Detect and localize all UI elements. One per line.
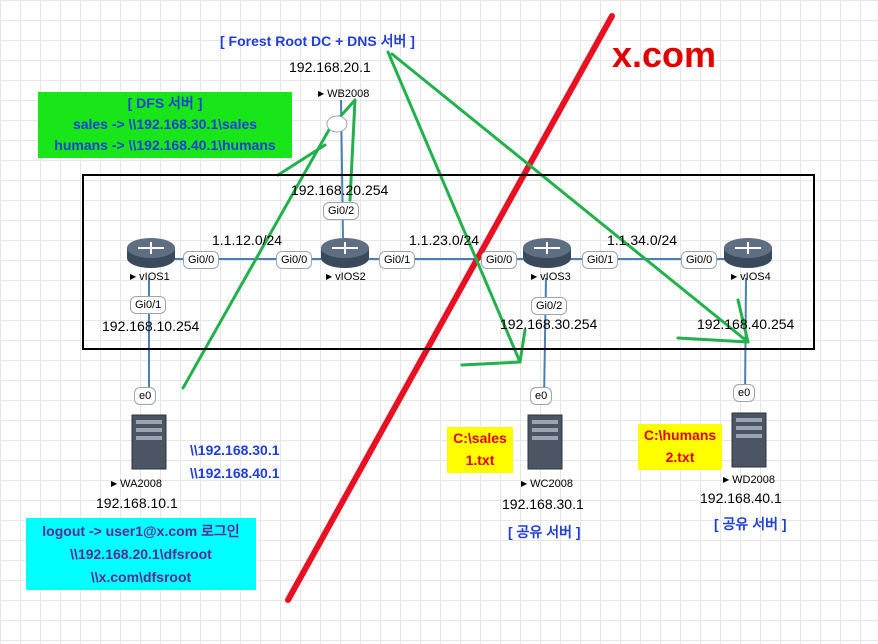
logout-line-1: logout -> user1@x.com 로그인 — [42, 523, 240, 539]
vios3-port-gi01: Gi0/1 — [582, 251, 619, 269]
dfs-line-sales: sales -> \\192.168.30.1\sales — [72, 116, 258, 132]
router-icon[interactable] — [522, 236, 572, 270]
wc-name: WC2008 — [521, 478, 573, 490]
server-icon[interactable] — [731, 412, 767, 468]
wa-path-1: \\192.168.30.1 — [190, 442, 280, 458]
wd-folder-note: C:\humans 2.txt — [638, 424, 722, 470]
vios3-port-gi00: Gi0/0 — [481, 251, 518, 269]
wa-path-2: \\192.168.40.1 — [190, 465, 280, 481]
network-boundary-box — [82, 174, 815, 350]
vios2-port-gi02: Gi0/2 — [323, 202, 360, 220]
vios1-name: vIOS1 — [130, 271, 170, 283]
link-label-34: 1.1.34.0/24 — [607, 232, 678, 248]
logout-note: logout -> user1@x.com 로그인 \\192.168.20.1… — [26, 518, 256, 590]
arrow-wa-to-dfs — [181, 98, 357, 390]
wd-ip: 192.168.40.1 — [700, 490, 782, 506]
dc-label: [ Forest Root DC + DNS 서버 ] — [220, 33, 415, 49]
wd-name: WD2008 — [723, 474, 775, 486]
wa-ip: 192.168.10.1 — [96, 495, 178, 511]
wd-folder: C:\humans — [643, 427, 717, 443]
server-icon[interactable] — [527, 414, 563, 470]
vios3-name: vIOS3 — [531, 271, 571, 283]
domain-title: x.com — [612, 34, 717, 75]
dc-name: WB2008 — [318, 88, 369, 100]
vios2-ip: 192.168.20.254 — [291, 182, 389, 198]
dfs-server-note: [ DFS 서버 ] sales -> \\192.168.30.1\sales… — [38, 92, 292, 158]
wa-port-e0: e0 — [134, 387, 157, 405]
vios2-name: vIOS2 — [326, 271, 366, 283]
router-icon[interactable] — [126, 236, 176, 270]
link-label-23: 1.1.23.0/24 — [409, 232, 480, 248]
vios3-port-gi02: Gi0/2 — [531, 297, 568, 315]
dfs-title: [ DFS 서버 ] — [127, 95, 203, 111]
domain-boundary-line — [285, 13, 615, 603]
wa-name: WA2008 — [111, 478, 162, 490]
link-label-12: 1.1.12.0/24 — [212, 232, 283, 248]
wc-port-e0: e0 — [530, 387, 553, 405]
logout-line-3: \\x.com\dfsroot — [90, 569, 192, 585]
vios3-ip: 192.168.30.254 — [500, 316, 598, 332]
wc-share-label: [ 공유 서버 ] — [508, 524, 581, 540]
wc-file: 1.txt — [465, 452, 495, 468]
vios4-ip: 192.168.40.254 — [697, 316, 795, 332]
vios2-port-gi00: Gi0/0 — [276, 251, 313, 269]
wc-ip: 192.168.30.1 — [502, 496, 584, 512]
arrow-dfs-short — [276, 143, 327, 177]
wc-folder-note: C:\sales 1.txt — [447, 427, 513, 473]
wd-port-e0: e0 — [733, 384, 756, 402]
dc-port-icon — [326, 115, 348, 133]
router-icon[interactable] — [320, 236, 370, 270]
vios2-port-gi01: Gi0/1 — [379, 251, 416, 269]
vios4-port-gi00: Gi0/0 — [681, 251, 718, 269]
vios4-name: vIOS4 — [731, 271, 771, 283]
logout-line-2: \\192.168.20.1\dfsroot — [70, 546, 212, 562]
wd-share-label: [ 공유 서버 ] — [714, 516, 787, 532]
vios1-port-gi00: Gi0/0 — [183, 251, 220, 269]
wd-file: 2.txt — [665, 449, 695, 465]
server-icon[interactable] — [131, 414, 167, 470]
dfs-line-humans: humans -> \\192.168.40.1\humans — [54, 137, 276, 153]
wc-folder: C:\sales — [453, 430, 507, 446]
vios1-port-gi01: Gi0/1 — [130, 296, 167, 314]
vios1-ip: 192.168.10.254 — [102, 318, 200, 334]
router-icon[interactable] — [723, 236, 773, 270]
dc-ip: 192.168.20.1 — [289, 59, 371, 75]
